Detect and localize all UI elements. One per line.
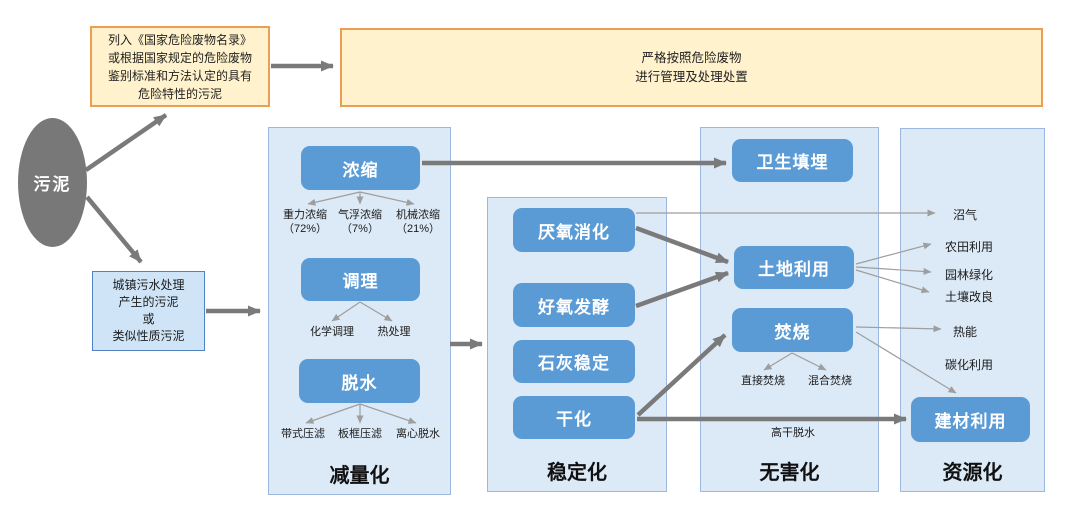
stage-label-stabilization: 稳定化 (547, 462, 607, 484)
node-dewatering: 脱水 (299, 359, 420, 403)
node-building-material-use: 建材利用 (911, 397, 1030, 442)
output-farmland-use: 农田利用 (945, 240, 994, 254)
stage-label-resource: 资源化 (942, 462, 1003, 484)
output-heat-energy: 热能 (953, 325, 978, 339)
output-landscaping: 园林绿化 (945, 268, 994, 282)
output-biogas: 沼气 (953, 208, 978, 222)
arrow-sludge-to-municipal (85, 195, 143, 264)
sub-mechanical-thickening: 机械浓缩 （21%） (395, 209, 441, 236)
node-thickening: 浓缩 (301, 146, 420, 190)
output-carbonization-use: 碳化利用 (945, 358, 994, 372)
sub-chemical-conditioning: 化学调理 (310, 326, 354, 338)
node-sanitary-landfill: 卫生填埋 (732, 139, 853, 182)
sub-flotation-thickening: 气浮浓缩 （7%） (338, 209, 382, 236)
hazardous-sludge-box: 列入《国家危险废物名录》 或根据国家规定的危险废物 鉴别标准和方法认定的具有 危… (90, 26, 270, 107)
stage-label-harmless: 无害化 (759, 462, 820, 484)
node-aerobic-fermentation: 好氧发酵 (513, 283, 635, 327)
arrow-sludge-to-hazard (84, 113, 168, 172)
node-conditioning: 调理 (301, 258, 420, 301)
sub-gravity-thickening: 重力浓缩 （72%） (282, 209, 328, 236)
stage-label-reduction: 减量化 (329, 465, 390, 487)
edge-label-high-dry-dewatering: 高干脱水 (771, 427, 815, 439)
node-anaerobic-digestion: 厌氧消化 (513, 208, 635, 252)
sub-centrifugal-dewatering: 离心脱水 (396, 428, 440, 440)
node-incineration: 焚烧 (732, 308, 853, 352)
municipal-sludge-box: 城镇污水处理 产生的污泥 或 类似性质污泥 (92, 271, 205, 351)
sub-direct-incineration: 直接焚烧 (741, 375, 785, 387)
output-soil-improvement: 土壤改良 (945, 290, 994, 304)
node-lime-stabilization: 石灰稳定 (513, 340, 635, 383)
sub-plate-frame-press: 板框压滤 (338, 428, 382, 440)
sub-mixed-incineration: 混合焚烧 (808, 375, 852, 387)
sub-thermal-treatment: 热处理 (377, 326, 411, 338)
source-sludge-ellipse: 污泥 (18, 118, 87, 247)
node-land-use: 土地利用 (734, 246, 854, 289)
sub-belt-press: 带式压滤 (281, 428, 325, 440)
node-drying: 干化 (513, 396, 635, 439)
hazardous-management-box: 严格按照危险废物 进行管理及处理处置 (340, 28, 1043, 107)
